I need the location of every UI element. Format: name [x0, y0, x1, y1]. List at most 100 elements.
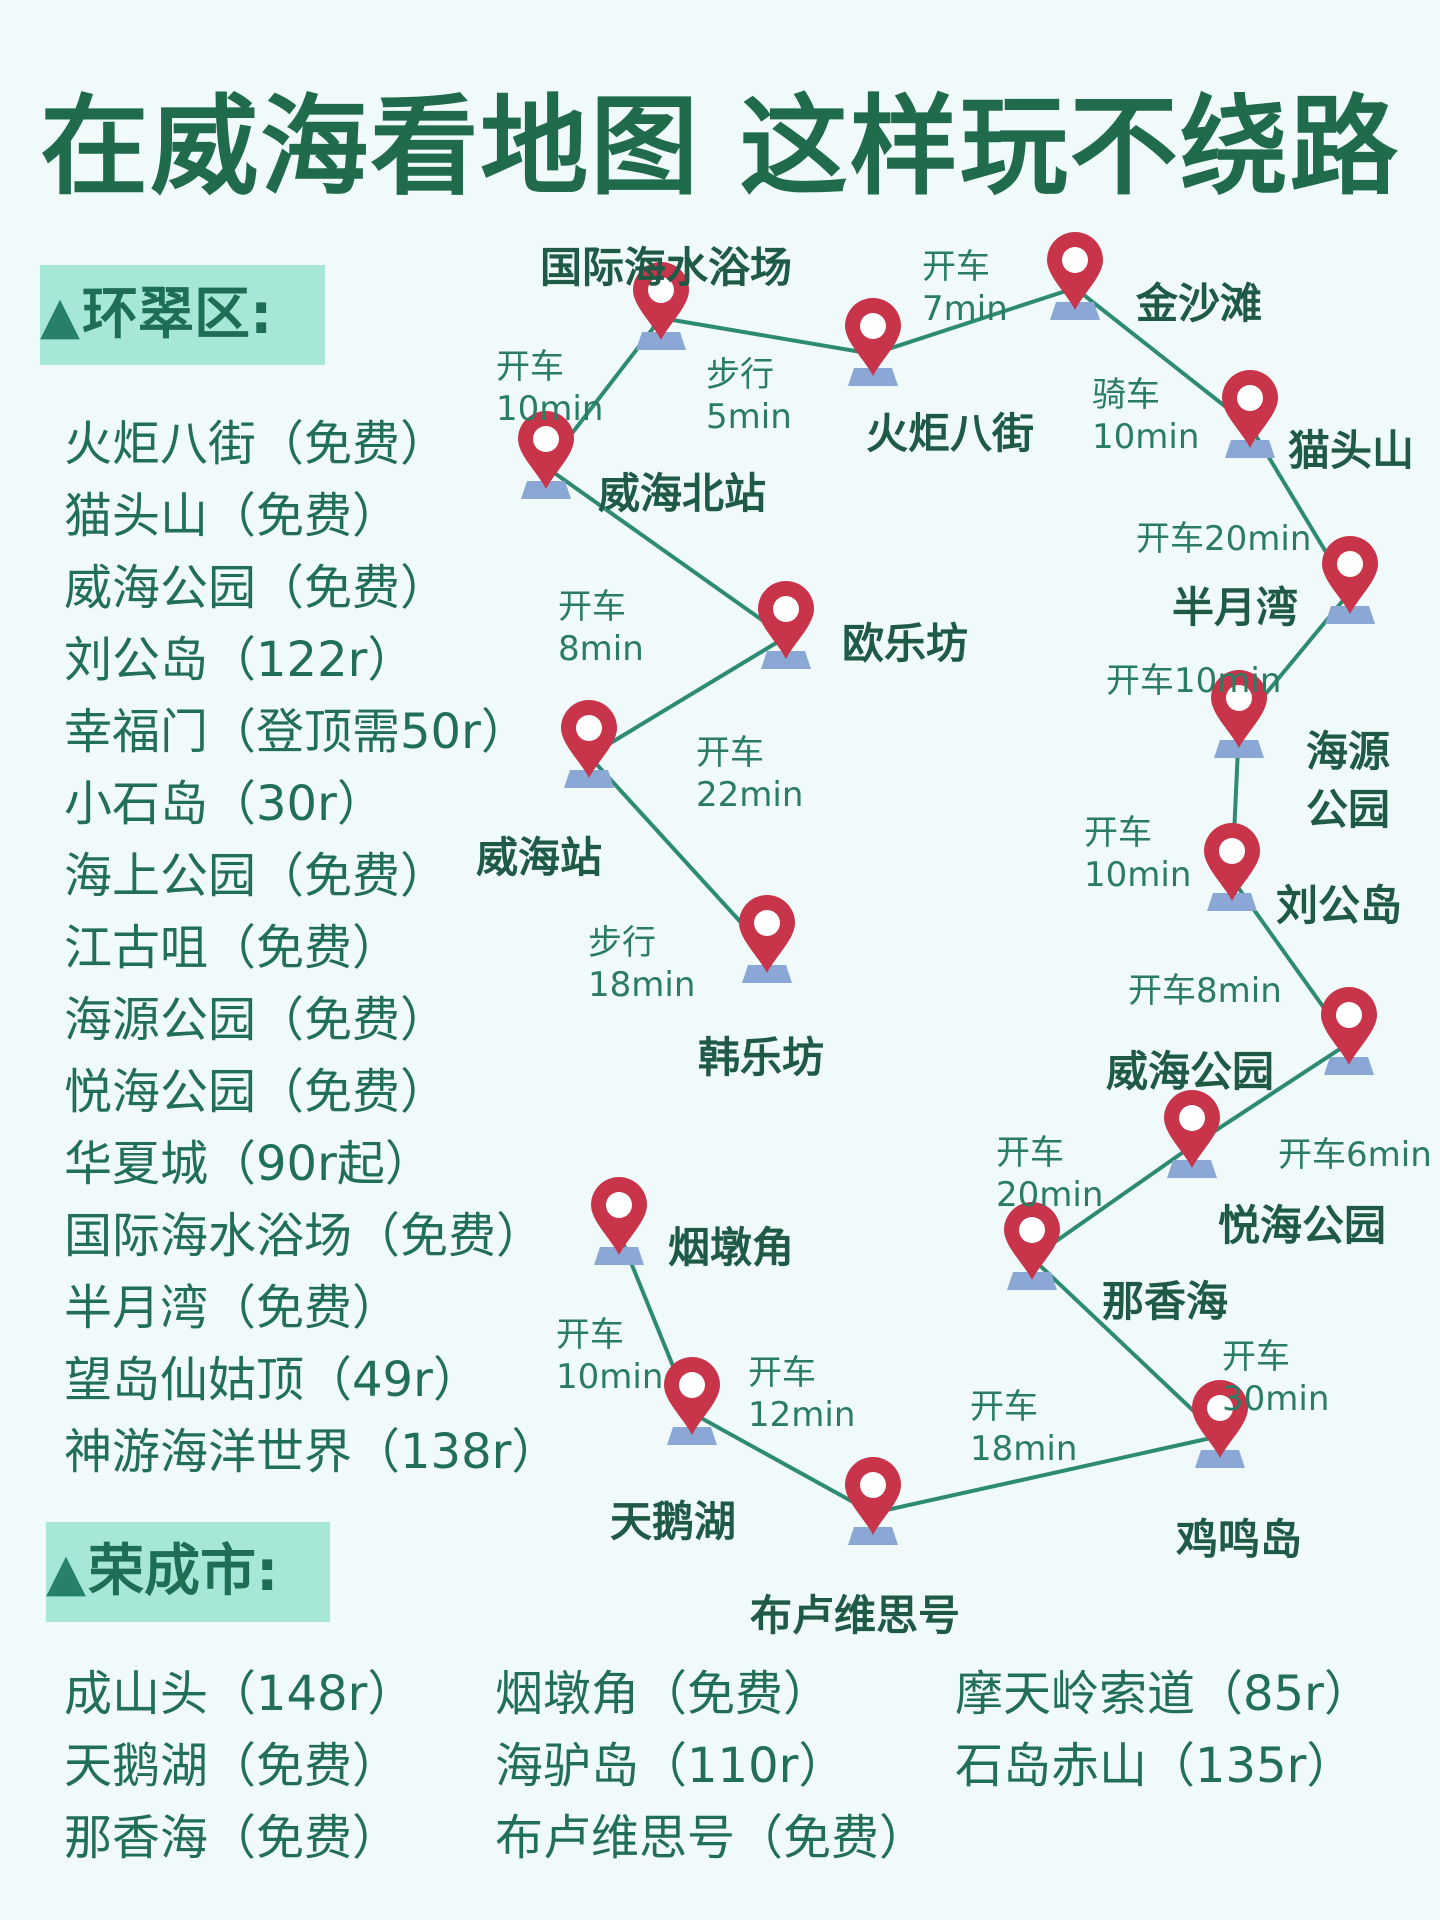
place-label-weihaizhan: 威海站 [476, 833, 602, 882]
route-label-time: 10min [556, 1357, 663, 1397]
route-line-guoji-huoju [660, 316, 874, 356]
route-label-time: 18min [588, 965, 695, 1005]
list-item: 悦海公园（免费） [64, 1064, 449, 1120]
location-pins [518, 232, 1378, 1545]
rongcheng-list-col-3: 摩天岭索道（85r） 石岛赤山（135r） [955, 1658, 1372, 1802]
route-label-time: 8min [558, 629, 644, 669]
map-pin-icon [845, 298, 901, 386]
place-label-huoju: 火炬八街 [866, 409, 1034, 458]
route-label-drive-time: 开车20min [1136, 519, 1311, 559]
list-item: 江古咀（免费） [64, 920, 401, 976]
map-pin-icon [758, 581, 814, 669]
route-label-drive-time: 开车6min [1278, 1135, 1432, 1175]
route-label-drive: 开车 [1222, 1337, 1290, 1377]
place-label-banyue: 半月湾 [1172, 583, 1298, 632]
list-item: 摩天岭索道（85r） [955, 1666, 1372, 1722]
place-label-maotou: 猫头山 [1288, 426, 1414, 475]
list-item: 烟墩角（免费） [495, 1666, 832, 1722]
place-label-haiyuan-1: 海源 [1306, 727, 1390, 776]
route-label-walk: 步行 [588, 923, 656, 963]
list-item: 那香海（免费） [64, 1810, 401, 1866]
map-pin-icon [1047, 232, 1103, 320]
place-label-jinsha: 金沙滩 [1135, 279, 1262, 328]
map-pin-icon [518, 411, 574, 499]
route-line-naxiang-jiming [1030, 1256, 1222, 1438]
place-label-haiyuan-2: 公园 [1306, 785, 1390, 834]
route-label-walk: 步行 [706, 355, 774, 395]
route-line-weihaigy-yuehai [1190, 1041, 1351, 1148]
map-pin-icon [739, 895, 795, 983]
place-label-naxiang: 那香海 [1102, 1277, 1228, 1326]
route-label-drive: 开车 [1084, 813, 1152, 853]
list-item: 猫头山（免费） [64, 488, 401, 544]
map-pin-icon [1211, 670, 1267, 758]
map-pin-icon [1321, 987, 1377, 1075]
triangle-icon: ▲ [46, 1543, 86, 1603]
list-item: 海源公园（免费） [64, 992, 449, 1048]
place-label-hanle: 韩乐坊 [698, 1033, 824, 1082]
route-label-time: 5min [706, 397, 792, 437]
place-label-bulu: 布卢维思号 [750, 1591, 960, 1640]
map-pin-icon [1322, 536, 1378, 624]
route-line-yuehai-naxiang [1030, 1144, 1194, 1260]
list-item: 半月湾（免费） [64, 1280, 401, 1336]
list-item: 幸福门（登顶需50r） [64, 704, 529, 760]
map-pin-icon [591, 1177, 647, 1265]
section-rongcheng-header: ▲荣成市: [46, 1522, 330, 1622]
route-label-time: 12min [748, 1395, 855, 1435]
route-label-drive: 开车 [558, 587, 626, 627]
map-pin-icon [633, 262, 689, 350]
route-label-time: 30min [1222, 1379, 1329, 1419]
list-item: 海上公园（免费） [64, 848, 449, 904]
section-huancui-label: 环翠区: [82, 282, 273, 347]
section-rongcheng-label: 荣成市: [88, 1539, 279, 1604]
route-label-time: 10min [496, 389, 603, 429]
place-label-weihaigy: 威海公园 [1106, 1047, 1274, 1096]
place-label-weihaibei: 威海北站 [598, 469, 766, 518]
place-label-liugong: 刘公岛 [1276, 881, 1402, 930]
route-label-bike: 骑车 [1092, 375, 1160, 415]
route-label-time: 7min [922, 289, 1008, 329]
list-item: 威海公园（免费） [64, 560, 449, 616]
list-item: 华夏城（90r起） [64, 1136, 433, 1192]
rongcheng-list-col-2: 烟墩角（免费） 海驴岛（110r） 布卢维思号（免费） [495, 1658, 927, 1874]
route-label-time: 10min [1092, 417, 1199, 457]
place-label-yuehai: 悦海公园 [1218, 1201, 1386, 1250]
list-item: 布卢维思号（免费） [495, 1810, 928, 1866]
route-label-drive: 开车 [748, 1353, 816, 1393]
route-label-time: 18min [970, 1429, 1077, 1469]
map-pin-icon [1004, 1202, 1060, 1290]
list-item: 小石岛（30r） [64, 776, 385, 832]
route-line-weihaibei-oule [544, 465, 788, 639]
route-line-weihaizhan-hanle [587, 754, 769, 953]
route-line-huoju-jinsha [872, 286, 1076, 356]
map-pin-icon [845, 1457, 901, 1545]
route-label-drive: 开车 [922, 247, 990, 287]
place-label-tiane: 天鹅湖 [610, 1497, 736, 1546]
rongcheng-list-col-1: 成山头（148r） 天鹅湖（免费） 那香海（免费） [64, 1658, 415, 1874]
route-line-jinsha-maotou [1073, 286, 1252, 428]
list-item: 火炬八街（免费） [64, 416, 449, 472]
map-pin-icon [1222, 370, 1278, 458]
map-pin-icon [664, 1357, 720, 1445]
place-label-jiming: 鸡鸣岛 [1176, 1515, 1302, 1564]
route-line-bulu-tiane [691, 1411, 874, 1515]
huancui-attraction-list: 火炬八街（免费） 猫头山（免费） 威海公园（免费） 刘公岛（122r） 幸福门（… [64, 408, 559, 1488]
list-item: 成山头（148r） [64, 1666, 416, 1722]
page-title: 在威海看地图 这样玩不绕路 [40, 85, 1400, 210]
route-label-drive-time: 开车10min [1106, 661, 1281, 701]
list-item: 石岛赤山（135r） [955, 1738, 1355, 1794]
route-label-drive: 开车 [696, 733, 764, 773]
map-pin-icon [1164, 1090, 1220, 1178]
route-line-jiming-bulu [872, 1434, 1221, 1515]
route-label-time: 22min [696, 775, 803, 815]
map-labels: 国际海水浴场火炬八街金沙滩猫头山威海北站欧乐坊半月湾海源公园威海站刘公岛韩乐坊威… [476, 243, 1432, 1640]
triangle-icon: ▲ [40, 286, 80, 346]
list-item: 海驴岛（110r） [495, 1738, 847, 1794]
route-label-drive: 开车 [496, 347, 564, 387]
route-line-oule-weihaizhan [587, 635, 788, 758]
route-label-time: 10min [1084, 855, 1191, 895]
place-label-oule: 欧乐坊 [842, 619, 968, 668]
map-pin-icon [1204, 823, 1260, 911]
